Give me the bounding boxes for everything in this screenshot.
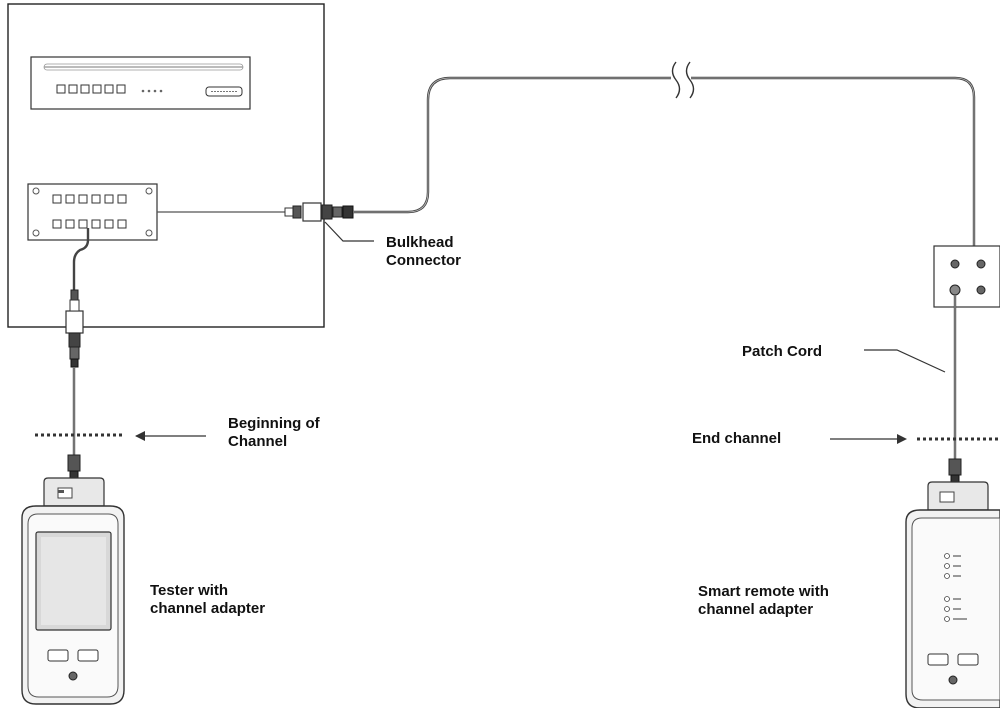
tester-label-line1: Tester with [150, 582, 229, 599]
remote-plug [948, 458, 962, 483]
beginning-label-line1: Beginning of [228, 415, 320, 432]
end-arrow [830, 434, 907, 444]
network-switch [30, 56, 251, 110]
tester-label: Tester with channel adapter [150, 582, 265, 618]
tester-patch-cord [72, 228, 90, 290]
beginning-arrow [135, 431, 206, 441]
bulkhead-leader [324, 221, 374, 242]
wall-outlet [933, 245, 1000, 308]
remote-status-leds [944, 553, 950, 622]
tester-inline-coupler [65, 289, 84, 368]
long-cable-inner [353, 77, 975, 248]
remote-label-line2: channel adapter [698, 601, 814, 618]
remote-label: Smart remote with channel adapter [698, 583, 829, 619]
end-channel-label: End channel [692, 430, 781, 448]
tester-device [21, 477, 125, 705]
beginning-channel-label: Beginning of Channel [228, 415, 320, 451]
patch-cord-label-text: Patch Cord [742, 343, 823, 360]
beginning-label-line2: Channel [228, 433, 288, 450]
patch-cord-leader [864, 349, 946, 373]
remote-label-line1: Smart remote with [698, 583, 829, 600]
smart-remote-device [905, 481, 1000, 708]
tester-power-button [68, 671, 78, 681]
tester-label-line2: channel adapter [150, 600, 266, 617]
bulkhead-label-line2: Connector [386, 252, 461, 269]
patch-cord-label: Patch Cord [742, 343, 822, 361]
switch-ports [56, 84, 126, 94]
patch-panel-ports [52, 194, 127, 229]
patch-panel [27, 183, 158, 241]
remote-left-button [927, 653, 949, 666]
long-cable [353, 76, 976, 248]
remote-power-button [948, 675, 958, 685]
cable-break-symbol [671, 61, 695, 99]
remote-right-button [957, 653, 979, 666]
bulkhead-connector [284, 202, 354, 222]
tester-left-button [47, 649, 69, 662]
bulkhead-label-line1: Bulkhead [386, 234, 454, 251]
equipment-rack [7, 3, 325, 328]
tester-right-button [77, 649, 99, 662]
bulkhead-label: Bulkhead Connector [386, 234, 461, 270]
end-channel-label-text: End channel [692, 430, 782, 447]
tester-plug [67, 454, 81, 479]
